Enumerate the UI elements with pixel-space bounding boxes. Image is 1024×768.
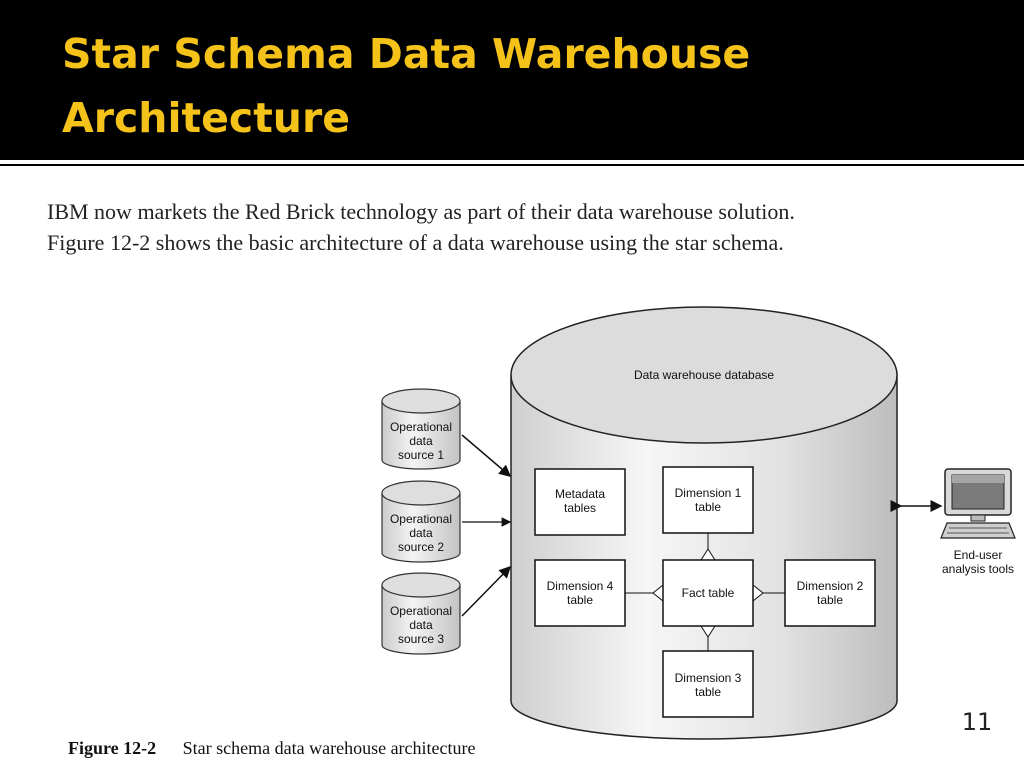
title-bar <box>0 0 1024 160</box>
dimension-1-label-line-1: Dimension 1 <box>675 486 742 500</box>
operational-source-2: Operational data source 2 <box>381 480 461 563</box>
title-divider <box>0 164 1024 166</box>
slide-title: Star Schema Data Warehouse Architecture <box>62 30 751 142</box>
source-3-label-line-1: Operational <box>390 604 452 618</box>
source-2-label-line-2: data <box>409 526 433 540</box>
figure-caption-text: Star schema data warehouse architecture <box>182 738 476 758</box>
source-3-label-line-2: data <box>409 618 433 632</box>
dimension-4-label-line-2: table <box>567 593 593 607</box>
metadata-label-line-1: Metadata <box>555 487 605 501</box>
body-line-1: IBM now markets the Red Brick technology… <box>47 199 795 224</box>
source-1-arrow <box>461 434 512 477</box>
dimension-3-label-line-1: Dimension 3 <box>675 671 742 685</box>
metadata-label-line-2: tables <box>564 501 596 515</box>
dimension-2-label-line-2: table <box>817 593 843 607</box>
warehouse-label: Data warehouse database <box>634 368 774 382</box>
dimension-1-label-line-2: table <box>695 500 721 514</box>
dimension-3-label-line-2: table <box>695 685 721 699</box>
metadata-tables-box: Metadata tables <box>534 468 626 536</box>
workstation-icon <box>940 468 1016 539</box>
source-1-label-line-2: data <box>409 434 433 448</box>
figure-caption: Figure 12-2 Star schema data warehouse a… <box>68 738 476 759</box>
dimension-1-table: Dimension 1 table <box>662 466 754 534</box>
figure-label: Figure 12-2 <box>68 738 157 758</box>
source-3-label-line-3: source 3 <box>398 632 444 646</box>
source-3-arrow <box>461 565 512 617</box>
slide-number: 11 <box>961 708 993 736</box>
source-2-label-line-3: source 2 <box>398 540 444 554</box>
fact-table: Fact table <box>662 559 754 627</box>
slide-body-text: IBM now markets the Red Brick technology… <box>47 196 997 258</box>
source-1-label-line-1: Operational <box>390 420 452 434</box>
dimension-2-label-line-1: Dimension 2 <box>797 579 864 593</box>
source-1-label-line-3: source 1 <box>398 448 444 462</box>
end-user-label-line-2: analysis tools <box>942 562 1014 576</box>
dimension-4-table: Dimension 4 table <box>534 559 626 627</box>
fact-table-label: Fact table <box>682 586 735 600</box>
dimension-4-label-line-1: Dimension 4 <box>547 579 614 593</box>
operational-source-3: Operational data source 3 <box>381 572 461 655</box>
dimension-3-table: Dimension 3 table <box>662 650 754 718</box>
star-schema-diagram: Data warehouse database Operational data… <box>381 306 1016 740</box>
operational-source-1: Operational data source 1 <box>381 388 461 470</box>
end-user-label-line-1: End-user <box>954 548 1003 562</box>
dimension-2-table: Dimension 2 table <box>784 559 876 627</box>
body-line-2: Figure 12-2 shows the basic architecture… <box>47 230 784 255</box>
source-2-label-line-1: Operational <box>390 512 452 526</box>
